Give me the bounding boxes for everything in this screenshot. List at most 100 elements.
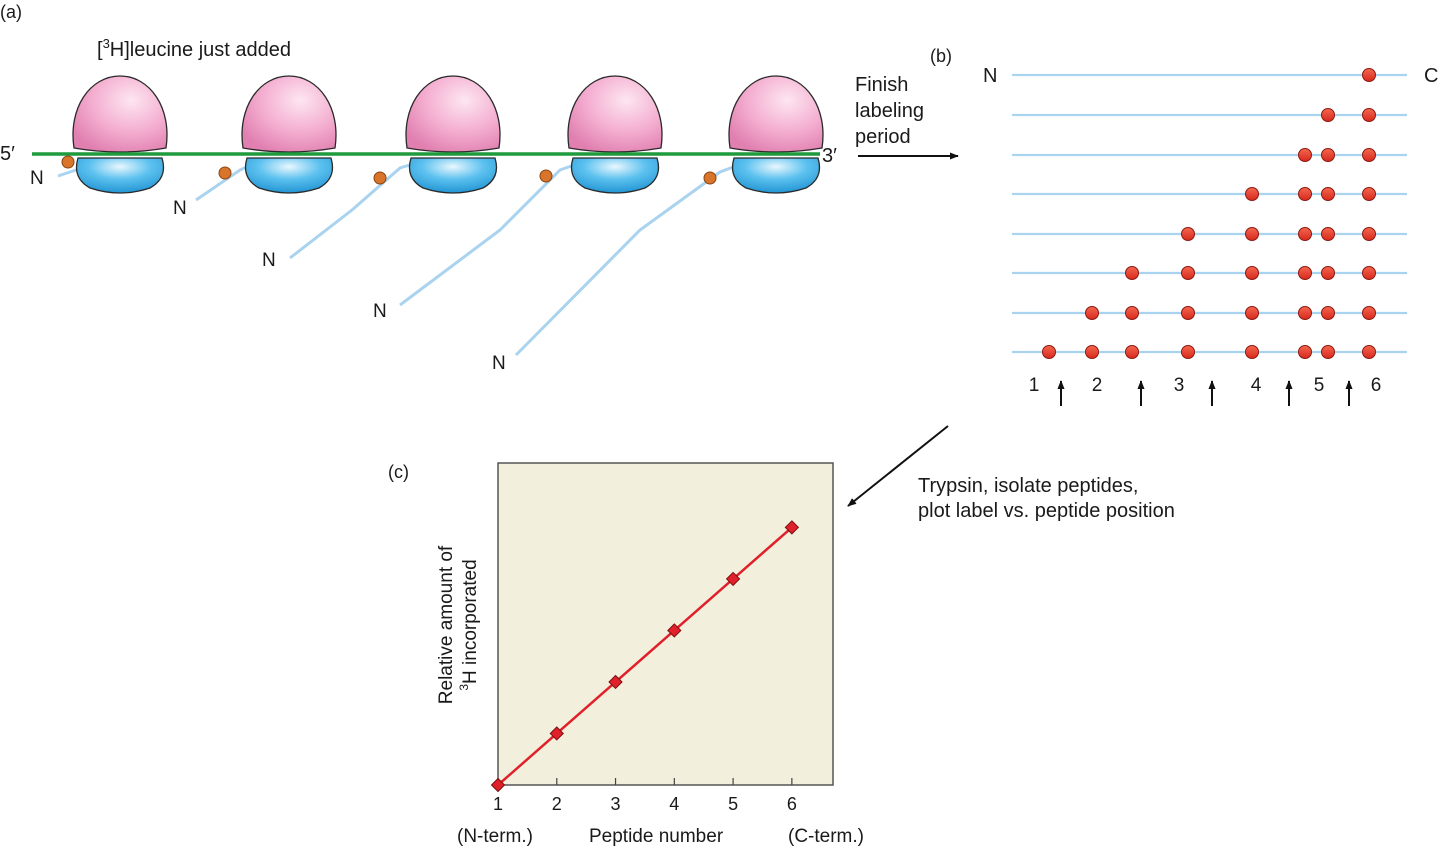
label-dot [1362, 345, 1376, 359]
panel-b-tag: (b) [930, 46, 952, 66]
series-line-1 [497, 526, 793, 786]
ribosomes [72, 75, 824, 194]
chain-2 [1012, 108, 1407, 122]
small-subunit [570, 157, 660, 194]
panel-a: (a) [3H]leucine just added 5′ 3′ N N N N [0, 2, 837, 374]
label-dot [1321, 148, 1335, 162]
label-dot [1042, 345, 1056, 359]
leucine-dot-5 [703, 171, 717, 185]
peptide-number-6: 6 [1371, 375, 1382, 396]
caption-bracket: [ [97, 39, 103, 61]
y-label-line-2: 3H incorporated [457, 559, 481, 690]
ribosome-1 [72, 75, 168, 194]
chain-4 [1012, 187, 1407, 201]
label-dot [1362, 68, 1376, 82]
label-dot [1125, 306, 1139, 320]
step-bc-line-2: plot label vs. peptide position [918, 500, 1175, 522]
y-axis-label: Relative amount of 3H incorporated [436, 545, 481, 704]
data-point-1 [490, 777, 506, 793]
label-dot [1085, 345, 1099, 359]
caption-superscript: 3 [103, 36, 110, 51]
label-dot [1362, 266, 1376, 280]
panel-b-n-label: N [983, 65, 997, 87]
step-bc-arrow [847, 425, 949, 507]
three-prime-label: 3′ [822, 145, 837, 167]
leucine-dot-2 [218, 166, 232, 180]
data-point-5 [725, 571, 741, 587]
panel-a-tag: (a) [0, 2, 22, 22]
n-term-label-5: N [492, 353, 506, 374]
labeled-leucines [61, 155, 717, 185]
step-a-to-b: Finish labeling period [855, 74, 959, 160]
data-point-4 [667, 623, 682, 638]
y-label-line-1: Relative amount of [436, 545, 457, 704]
label-dot [1125, 345, 1139, 359]
panel-b-c-label: C [1424, 65, 1438, 87]
large-subunit [728, 75, 824, 153]
ribosome-4 [567, 75, 663, 194]
label-dot [1321, 187, 1335, 201]
label-dot [1321, 345, 1335, 359]
label-dot [1362, 306, 1376, 320]
leucine-dot-4 [539, 169, 553, 183]
leucine-dot-1 [61, 155, 75, 169]
label-dot [1245, 345, 1259, 359]
ribosome-2 [241, 75, 337, 194]
x-note-c-term: (C-term.) [788, 826, 864, 847]
peptide-number-3: 3 [1174, 375, 1185, 396]
step-ab-line-1: Finish [855, 74, 908, 96]
x-tick-label-3: 3 [611, 794, 621, 814]
label-dot [1298, 148, 1312, 162]
n-term-label-3: N [262, 250, 276, 271]
label-dot [1245, 306, 1259, 320]
x-tick-label-5: 5 [728, 794, 738, 814]
small-subunit [731, 157, 821, 194]
large-subunit [405, 75, 501, 153]
large-subunit [72, 75, 168, 153]
label-dot [1245, 266, 1259, 280]
label-dot [1321, 306, 1335, 320]
caption-text: H]leucine just added [110, 39, 291, 61]
step-ab-line-3: period [855, 126, 911, 148]
chain-7 [1012, 306, 1407, 320]
small-subunit [75, 157, 165, 194]
n-term-label-1: N [30, 168, 44, 189]
panel-a-caption: [3H]leucine just added [97, 36, 291, 61]
label-dot [1125, 266, 1139, 280]
step-ab-line-2: labeling [855, 100, 924, 122]
label-dot [1298, 227, 1312, 241]
label-dot [1298, 306, 1312, 320]
peptide-number-5: 5 [1314, 375, 1325, 396]
data-point-6 [784, 520, 800, 535]
x-tick-label-2: 2 [552, 794, 562, 814]
ribosome-3 [405, 75, 501, 194]
label-dot [1321, 108, 1335, 122]
chain-8 [1012, 345, 1407, 359]
peptide-number-4: 4 [1251, 375, 1262, 396]
panel-c-tag: (c) [388, 462, 409, 482]
small-subunit [244, 157, 334, 194]
label-dot [1298, 345, 1312, 359]
chain-3 [1012, 148, 1407, 162]
chain-6 [1012, 266, 1407, 280]
label-dot [1362, 227, 1376, 241]
labeled-chains [1012, 68, 1407, 359]
chain-1 [1012, 68, 1407, 82]
label-dot [1321, 227, 1335, 241]
label-dot [1245, 227, 1259, 241]
leucine-dot-3 [373, 171, 387, 185]
y-label-text: H incorporated [460, 559, 481, 684]
n-term-label-2: N [173, 198, 187, 219]
chain-5 [1012, 227, 1407, 241]
ribosome-5 [728, 75, 824, 194]
x-tick-label-6: 6 [787, 794, 797, 814]
small-subunit [408, 157, 498, 194]
trypsin-cleavage-arrows [1057, 380, 1353, 406]
series-line-group [497, 526, 793, 786]
label-dot [1085, 306, 1099, 320]
x-tick-label-4: 4 [669, 794, 679, 814]
five-prime-label: 5′ [0, 143, 15, 165]
